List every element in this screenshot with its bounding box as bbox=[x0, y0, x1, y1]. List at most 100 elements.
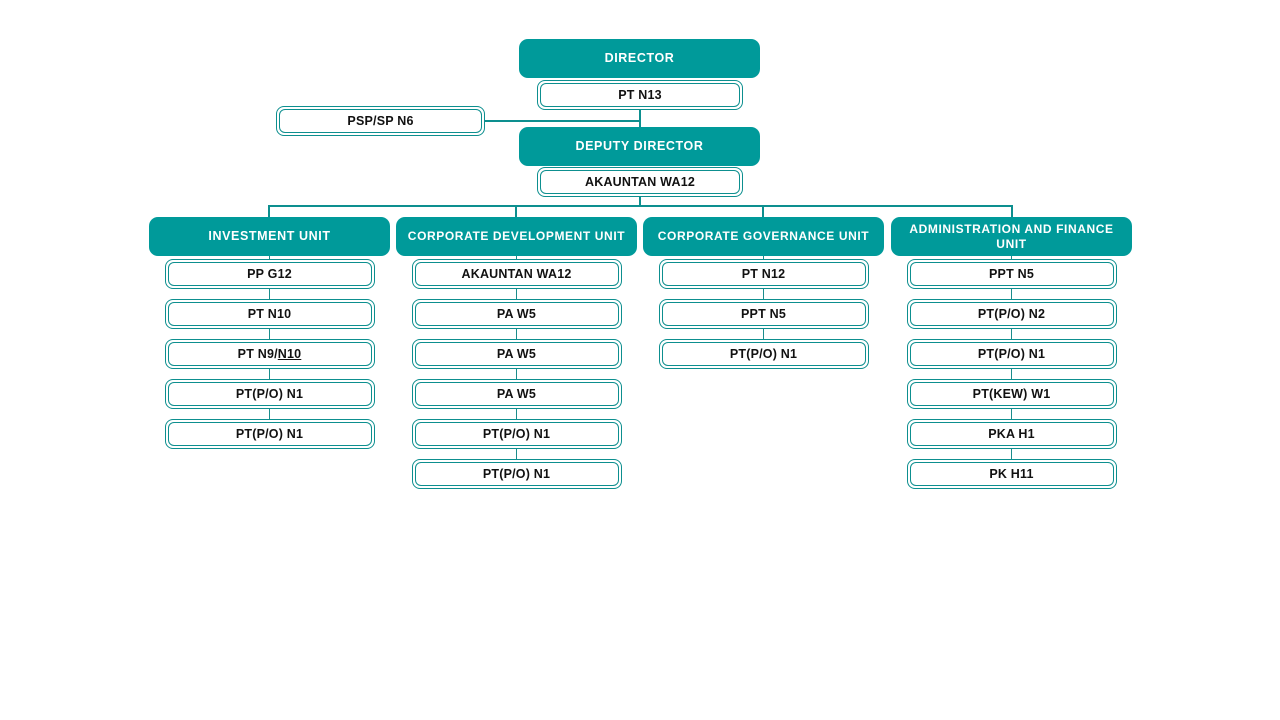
unit-header-label: ADMINISTRATION AND FINANCE UNIT bbox=[909, 221, 1114, 251]
post-box-inner: PT(P/O) N1 bbox=[167, 382, 372, 406]
node-unit-header-2[interactable]: CORPORATE DEVELOPMENT UNIT bbox=[396, 217, 637, 256]
connector-unit-4-row-4 bbox=[1010, 369, 1012, 379]
node-director-post-inner: PT N13 bbox=[540, 83, 740, 107]
post-box-inner: PT(P/O) N1 bbox=[909, 342, 1114, 366]
post-label: PA W5 bbox=[496, 307, 537, 321]
post-box-inner: PK H11 bbox=[909, 462, 1114, 486]
post-label: PT N10 bbox=[247, 307, 292, 321]
node-unit-header-1[interactable]: INVESTMENT UNIT bbox=[149, 217, 390, 256]
node-deputy-director-post-inner: AKAUNTAN WA12 bbox=[540, 170, 740, 194]
post-label: PT(P/O) N1 bbox=[482, 467, 551, 481]
node-unit-3-post-1[interactable]: PT N12 bbox=[658, 259, 869, 289]
post-label: PKA H1 bbox=[988, 427, 1035, 441]
node-unit-2-post-5[interactable]: PT(P/O) N1 bbox=[411, 419, 622, 449]
connector-unit-3-row-2 bbox=[762, 289, 764, 299]
post-box-inner: PT(KEW) W1 bbox=[909, 382, 1114, 406]
node-unit-2-post-6[interactable]: PT(P/O) N1 bbox=[411, 459, 622, 489]
node-deputy-director-post[interactable]: AKAUNTAN WA12 bbox=[537, 167, 743, 197]
connector-unit-2-row-3 bbox=[515, 329, 517, 339]
post-box-inner: PT(P/O) N1 bbox=[167, 422, 372, 446]
director-post-label: PT N13 bbox=[618, 88, 662, 102]
post-box-inner: PT N9/N10 bbox=[167, 342, 372, 366]
connector-unit-2-row-6 bbox=[515, 449, 517, 459]
node-unit-3-post-2[interactable]: PPT N5 bbox=[658, 299, 869, 329]
node-unit-4-post-5[interactable]: PKA H1 bbox=[906, 419, 1117, 449]
post-label: PT(P/O) N1 bbox=[729, 347, 798, 361]
director-header-label: DIRECTOR bbox=[604, 50, 675, 65]
connector-psp-to-spine bbox=[484, 120, 641, 122]
node-deputy-director-header[interactable]: DEPUTY DIRECTOR bbox=[519, 127, 760, 166]
node-unit-1-post-1[interactable]: PP G12 bbox=[164, 259, 375, 289]
connector-unit-2-row-4 bbox=[515, 369, 517, 379]
node-unit-4-post-6[interactable]: PK H11 bbox=[906, 459, 1117, 489]
deputy-director-header-label: DEPUTY DIRECTOR bbox=[575, 138, 704, 153]
post-box-inner: PPT N5 bbox=[909, 262, 1114, 286]
connector-unit-4-row-5 bbox=[1010, 409, 1012, 419]
post-box-inner: PPT N5 bbox=[661, 302, 866, 326]
node-director-header[interactable]: DIRECTOR bbox=[519, 39, 760, 78]
connector-unit-4-row-2 bbox=[1010, 289, 1012, 299]
post-label: PT(KEW) W1 bbox=[972, 387, 1051, 401]
node-psp-sp-post-inner: PSP/SP N6 bbox=[279, 109, 482, 133]
connector-unit-1-row-1 bbox=[268, 256, 270, 259]
post-box-inner: PT(P/O) N2 bbox=[909, 302, 1114, 326]
post-label: PK H11 bbox=[989, 467, 1034, 481]
connector-drop-unit-4 bbox=[1011, 205, 1013, 218]
node-unit-1-post-4[interactable]: PT(P/O) N1 bbox=[164, 379, 375, 409]
post-label: PT(P/O) N1 bbox=[235, 387, 304, 401]
unit-header-label: CORPORATE GOVERNANCE UNIT bbox=[657, 229, 870, 243]
node-psp-sp-post[interactable]: PSP/SP N6 bbox=[276, 106, 485, 136]
connector-deputy-to-bar bbox=[639, 197, 641, 207]
node-unit-4-post-2[interactable]: PT(P/O) N2 bbox=[906, 299, 1117, 329]
node-unit-4-post-4[interactable]: PT(KEW) W1 bbox=[906, 379, 1117, 409]
deputy-director-post-label: AKAUNTAN WA12 bbox=[584, 175, 695, 189]
post-box-inner: PP G12 bbox=[167, 262, 372, 286]
post-box-inner: PT(P/O) N1 bbox=[414, 422, 619, 446]
node-unit-1-post-2[interactable]: PT N10 bbox=[164, 299, 375, 329]
node-unit-1-post-5[interactable]: PT(P/O) N1 bbox=[164, 419, 375, 449]
connector-director-to-deputy bbox=[639, 110, 641, 134]
node-unit-4-post-1[interactable]: PPT N5 bbox=[906, 259, 1117, 289]
connector-unit-3-row-1 bbox=[762, 256, 764, 259]
connector-unit-1-row-5 bbox=[268, 409, 270, 419]
connector-drop-unit-1 bbox=[268, 205, 270, 218]
post-box-inner: PA W5 bbox=[414, 302, 619, 326]
connector-unit-2-row-5 bbox=[515, 409, 517, 419]
connector-unit-3-row-3 bbox=[762, 329, 764, 339]
post-label: PA W5 bbox=[496, 387, 537, 401]
post-label: PT N9/N10 bbox=[237, 347, 302, 361]
post-label: PA W5 bbox=[496, 347, 537, 361]
post-box-inner: PT(P/O) N1 bbox=[414, 462, 619, 486]
post-box-inner: AKAUNTAN WA12 bbox=[414, 262, 619, 286]
node-unit-2-post-1[interactable]: AKAUNTAN WA12 bbox=[411, 259, 622, 289]
post-label: PP G12 bbox=[247, 267, 292, 281]
node-unit-3-post-3[interactable]: PT(P/O) N1 bbox=[658, 339, 869, 369]
node-unit-header-3[interactable]: CORPORATE GOVERNANCE UNIT bbox=[643, 217, 884, 256]
post-box-inner: PT(P/O) N1 bbox=[661, 342, 866, 366]
connector-unit-4-row-1 bbox=[1010, 256, 1012, 259]
node-unit-2-post-2[interactable]: PA W5 bbox=[411, 299, 622, 329]
post-label: PT N12 bbox=[741, 267, 786, 281]
post-box-inner: PT N12 bbox=[661, 262, 866, 286]
connector-unit-4-row-3 bbox=[1010, 329, 1012, 339]
post-label: PT(P/O) N1 bbox=[482, 427, 551, 441]
unit-header-label: CORPORATE DEVELOPMENT UNIT bbox=[407, 229, 626, 243]
connector-unit-2-row-1 bbox=[515, 256, 517, 259]
post-label: PPT N5 bbox=[989, 267, 1034, 281]
post-label: PT(P/O) N2 bbox=[977, 307, 1046, 321]
post-label: AKAUNTAN WA12 bbox=[461, 267, 572, 281]
connector-unit-1-row-4 bbox=[268, 369, 270, 379]
post-label: PPT N5 bbox=[741, 307, 786, 321]
node-unit-4-post-3[interactable]: PT(P/O) N1 bbox=[906, 339, 1117, 369]
node-unit-1-post-3[interactable]: PT N9/N10 bbox=[164, 339, 375, 369]
post-box-inner: PA W5 bbox=[414, 382, 619, 406]
post-label: PT(P/O) N1 bbox=[977, 347, 1046, 361]
unit-header-label: INVESTMENT UNIT bbox=[208, 228, 331, 243]
psp-sp-post-label: PSP/SP N6 bbox=[347, 114, 414, 128]
node-director-post[interactable]: PT N13 bbox=[537, 80, 743, 110]
post-box-inner: PT N10 bbox=[167, 302, 372, 326]
node-unit-header-4[interactable]: ADMINISTRATION AND FINANCE UNIT bbox=[891, 217, 1132, 256]
node-unit-2-post-4[interactable]: PA W5 bbox=[411, 379, 622, 409]
node-unit-2-post-3[interactable]: PA W5 bbox=[411, 339, 622, 369]
